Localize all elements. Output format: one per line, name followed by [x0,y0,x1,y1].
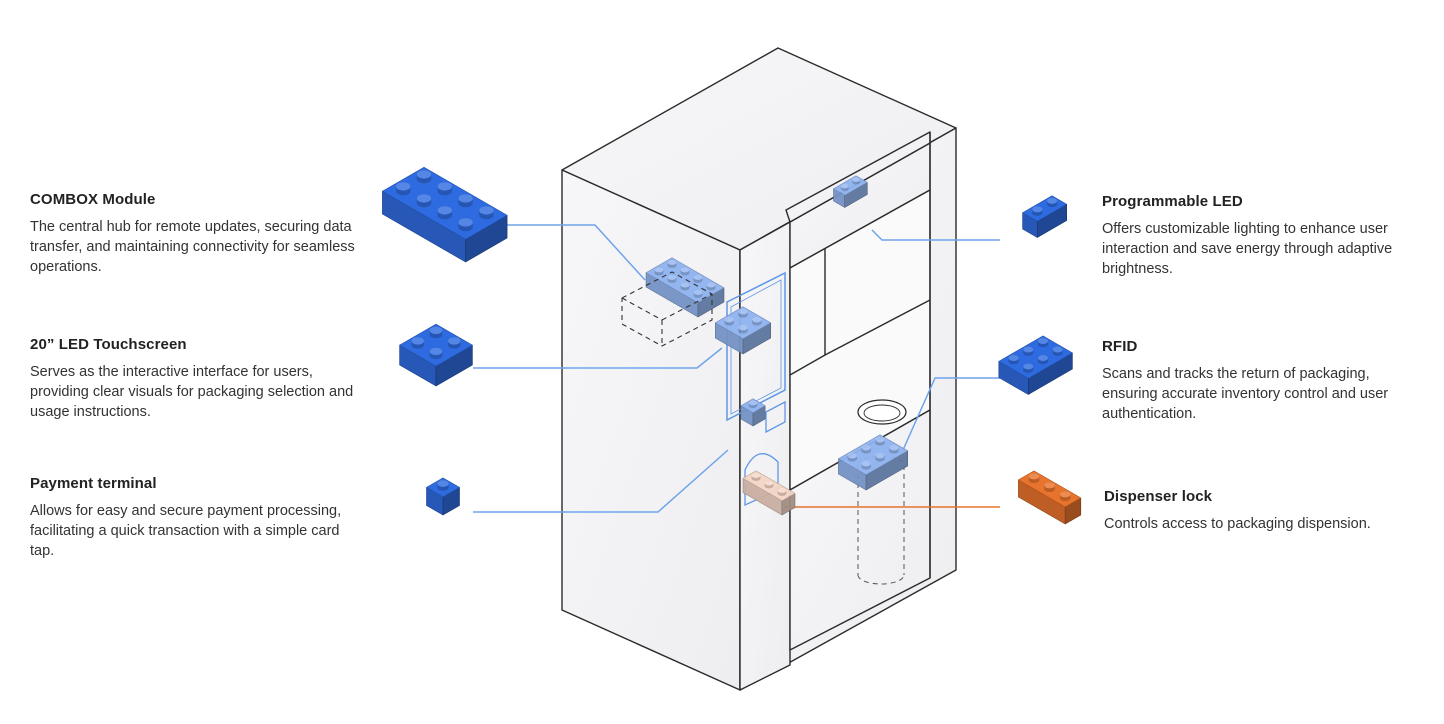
payment-label: Payment terminal Allows for easy and sec… [30,475,360,561]
leader-lines [473,224,1000,513]
lock-brick-icon [1018,470,1082,525]
dispenser-door [744,453,779,507]
led-label: Programmable LED Offers customizable lig… [1102,193,1432,279]
lock-brick-in-kiosk [742,470,796,516]
touchscreen-brick-in-kiosk [714,306,772,355]
payment-brick-icon [426,477,460,516]
component-bricks [382,166,1082,525]
led-description: Offers customizable lighting to enhance … [1102,221,1393,277]
combox-brick-in-kiosk [645,257,725,318]
touchscreen-outline [726,271,786,422]
rfid-brick-in-kiosk [838,434,909,491]
touchscreen-inner [730,279,782,415]
touchscreen-label: 20” LED Touchscreen Serves as the intera… [30,336,375,422]
led-brick-icon [1022,195,1067,238]
touchscreen-description: Serves as the interactive interface for … [30,364,354,420]
lock-title: Dispenser lock [1104,488,1213,505]
led-brick-in-kiosk [833,175,868,208]
leader-touchscreen [473,347,723,369]
combox-label: COMBOX Module The central hub for remote… [30,191,380,277]
touchscreen-title: 20” LED Touchscreen [30,336,187,353]
leader-rfid [902,377,1000,451]
payment-description: Allows for easy and secure payment proce… [30,503,342,559]
lock-label: Dispenser lock Controls access to packag… [1104,488,1424,534]
return-hole [857,399,907,425]
lock-description: Controls access to packaging dispension. [1104,516,1371,532]
kiosk-cabinet [561,47,957,691]
led-title: Programmable LED [1102,193,1243,210]
combox-title: COMBOX Module [30,191,156,208]
payment-title: Payment terminal [30,475,157,492]
kiosk-cavity-back-base [789,354,826,376]
rfid-description: Scans and tracks the return of packaging… [1102,366,1389,422]
kiosk-left-side [561,169,741,691]
leader-payment [473,449,729,513]
payment-brick-in-kiosk [740,398,766,427]
rfid-label: RFID Scans and tracks the return of pack… [1102,338,1427,424]
rfid-title: RFID [1102,338,1138,355]
rfid-brick-icon [998,335,1073,395]
combox-dashed-outline [621,271,713,347]
return-hole-inner [863,404,901,422]
leader-combox [500,224,646,281]
combox-description: The central hub for remote updates, secu… [30,219,355,275]
combox-brick-icon [382,166,508,263]
leader-led [871,229,1000,241]
touchscreen-brick-icon [399,323,473,387]
card-reader-outline [765,400,786,434]
